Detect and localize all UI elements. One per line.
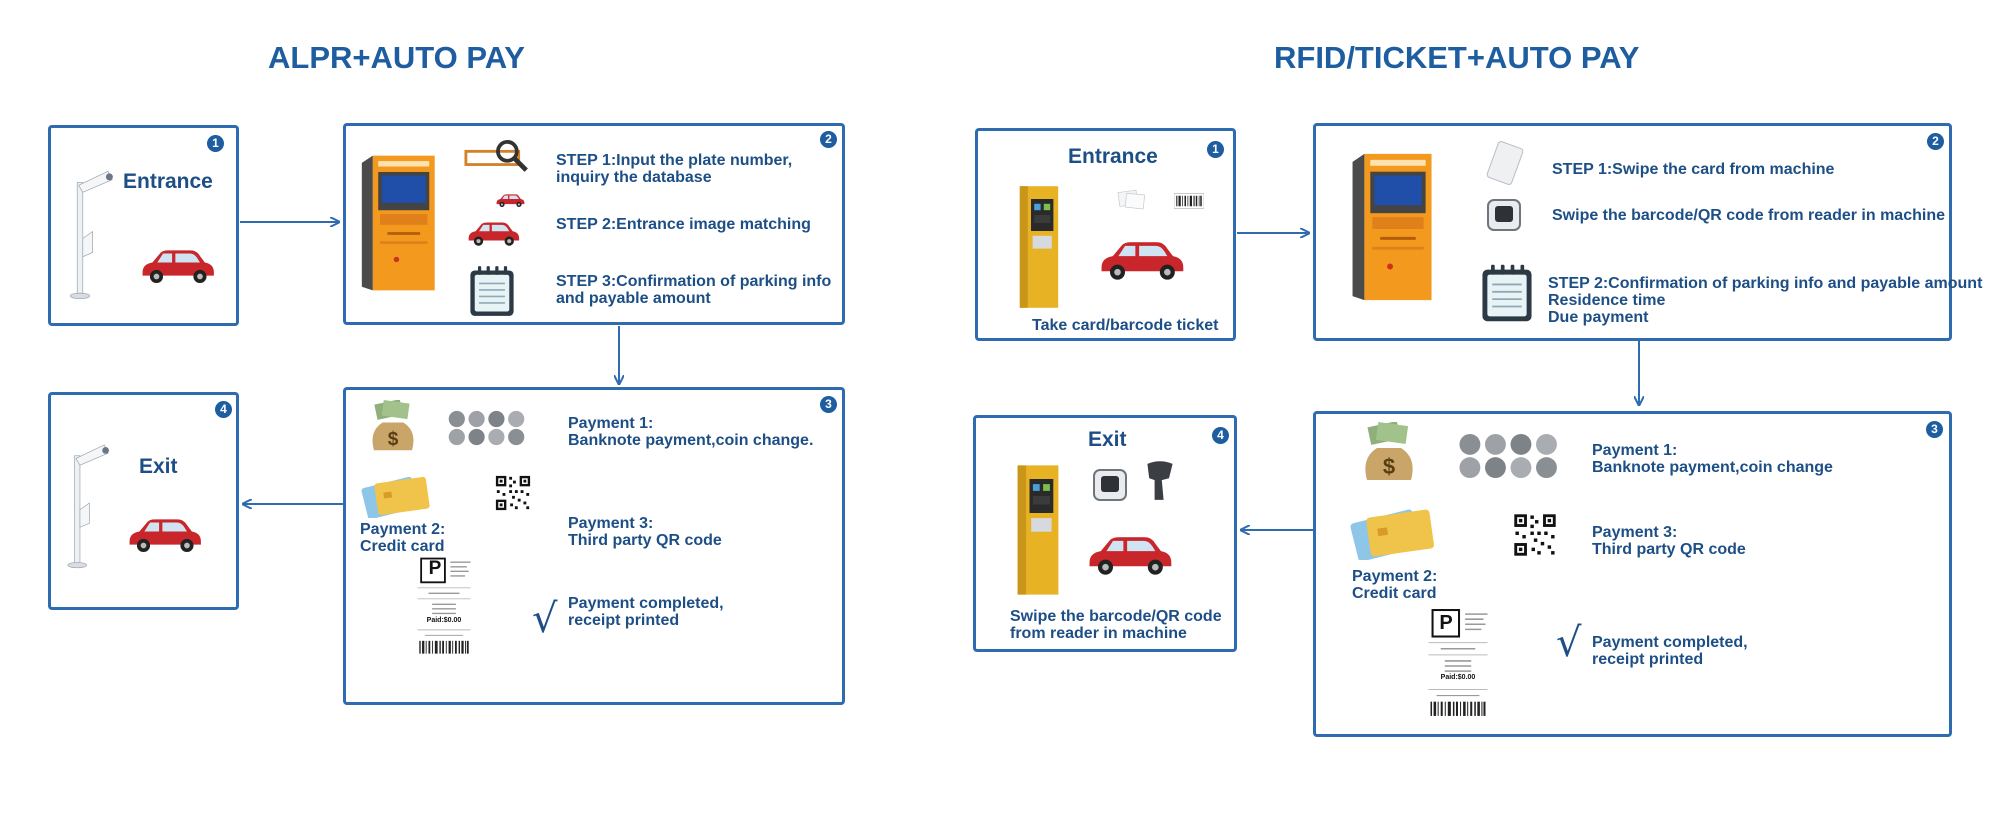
right-exit-box: 4 Exit Swipe the barcode/QR code from re… xyxy=(973,415,1237,652)
ticket-dispenser-icon xyxy=(1014,183,1064,311)
completed-line1: Payment completed, xyxy=(1592,634,1748,651)
step-badge: 1 xyxy=(207,135,224,152)
step1-line2: inquiry the database xyxy=(556,169,712,186)
payment1-title: Payment 1: xyxy=(568,415,654,432)
swipe-text: Swipe the barcode/QR code from reader in… xyxy=(1552,207,1945,224)
right-title: RFID/TICKET+AUTO PAY xyxy=(1274,40,1640,75)
entrance-label: Entrance xyxy=(123,170,213,193)
checkmark-icon: √ xyxy=(532,596,558,642)
payment1-desc: Banknote payment,coin change. xyxy=(568,432,814,449)
notepad-icon xyxy=(1480,262,1534,324)
step-badge: 4 xyxy=(215,401,232,418)
right-payment-box: 3 Payment 1: Banknote payment,coin chang… xyxy=(1313,411,1952,737)
coins-icon xyxy=(446,406,536,450)
exit-label: Exit xyxy=(1088,428,1127,451)
left-entrance-box: 1 Entrance xyxy=(48,125,239,326)
step3-line1: STEP 3:Confirmation of parking info xyxy=(556,273,832,290)
payment2-desc: Credit card xyxy=(1352,585,1437,602)
receipt-paid: Paid:$0.00 xyxy=(1440,674,1476,681)
banknote-bag-icon xyxy=(364,400,422,452)
alpr-camera-pole-icon xyxy=(57,421,111,585)
left-title: ALPR+AUTO PAY xyxy=(268,40,525,75)
exit-label: Exit xyxy=(139,455,178,478)
coins-icon xyxy=(1456,430,1572,482)
payment1-desc: Banknote payment,coin change xyxy=(1592,459,1833,476)
step2-text: STEP 2:Entrance image matching xyxy=(556,216,811,233)
completed-line2: receipt printed xyxy=(1592,651,1704,668)
left-exit-box: 4 Exit xyxy=(48,392,239,610)
left-kiosk-box: 2 STEP 1:Input the plate number, inquiry… xyxy=(343,123,845,325)
receipt-paid: Paid:$0.00 xyxy=(426,617,462,624)
step-badge: 3 xyxy=(1926,421,1943,438)
completed-line2: receipt printed xyxy=(568,612,680,629)
car-icon xyxy=(464,218,522,248)
step-badge: 4 xyxy=(1212,427,1229,444)
receipt-parking-letter: P xyxy=(1439,612,1453,634)
barcode-ticket-icon xyxy=(1174,193,1204,209)
qr-code-icon xyxy=(494,474,532,512)
step2-line1: STEP 2:Confirmation of parking info and … xyxy=(1548,275,1983,292)
step3-line2: and payable amount xyxy=(556,290,711,307)
step-badge: 3 xyxy=(820,396,837,413)
payment-kiosk-icon xyxy=(360,148,442,298)
step-badge: 2 xyxy=(820,131,837,148)
step2-line3: Due payment xyxy=(1548,309,1649,326)
payment-kiosk-icon xyxy=(1350,148,1440,306)
receipt-icon: P Paid:$0.00 xyxy=(1422,608,1494,720)
barcode-reader-column-icon xyxy=(1010,462,1066,598)
qr-code-icon xyxy=(1512,512,1558,558)
step-badge: 1 xyxy=(1207,141,1224,158)
receipt-icon: P Paid:$0.00 xyxy=(412,554,476,660)
step1-line1: STEP 1:Input the plate number, xyxy=(556,152,793,169)
payment3-desc: Third party QR code xyxy=(568,532,722,549)
banknote-bag-icon xyxy=(1356,422,1422,482)
exit-caption-line1: Swipe the barcode/QR code xyxy=(1010,608,1222,625)
receipt-parking-letter: P xyxy=(428,558,442,579)
exit-caption-line2: from reader in machine xyxy=(1010,625,1187,642)
qr-reader-icon xyxy=(1484,194,1524,234)
payment2-title: Payment 2: xyxy=(1352,568,1438,585)
car-icon xyxy=(1082,530,1176,578)
credit-card-icon xyxy=(360,474,434,518)
payment2-title: Payment 2: xyxy=(360,521,446,538)
alpr-camera-pole-icon xyxy=(59,144,115,319)
payment1-title: Payment 1: xyxy=(1592,442,1678,459)
credit-card-icon xyxy=(1350,506,1438,560)
checkmark-icon: √ xyxy=(1556,620,1582,666)
notepad-icon xyxy=(468,264,516,318)
rfid-card-icon xyxy=(1486,138,1526,188)
payment3-title: Payment 3: xyxy=(1592,524,1678,541)
qr-reader-icon xyxy=(1090,464,1130,504)
left-payment-box: 3 Payment 1: Banknote payment,coin chang… xyxy=(343,387,845,705)
plate-search-icon xyxy=(464,138,530,176)
entrance-label: Entrance xyxy=(1068,145,1158,168)
step-badge: 2 xyxy=(1927,133,1944,150)
rfid-card-icon xyxy=(1116,185,1158,213)
step2-line2: Residence time xyxy=(1548,292,1666,309)
step1-text: STEP 1:Swipe the card from machine xyxy=(1552,161,1835,178)
car-thumbnail-icon xyxy=(494,192,526,208)
payment3-title: Payment 3: xyxy=(568,515,654,532)
payment3-desc: Third party QR code xyxy=(1592,541,1746,558)
car-icon xyxy=(123,513,205,555)
right-kiosk-box: 2 STEP 1:Swipe the card from machine Swi… xyxy=(1313,123,1982,341)
car-icon xyxy=(136,244,218,286)
payment2-desc: Credit card xyxy=(360,538,445,555)
handheld-scanner-icon xyxy=(1142,458,1178,504)
completed-line1: Payment completed, xyxy=(568,595,724,612)
entrance-caption: Take card/barcode ticket xyxy=(1032,317,1219,334)
car-icon xyxy=(1094,235,1188,283)
right-entrance-box: 1 Entrance Take card/barcode ticket xyxy=(975,128,1236,341)
